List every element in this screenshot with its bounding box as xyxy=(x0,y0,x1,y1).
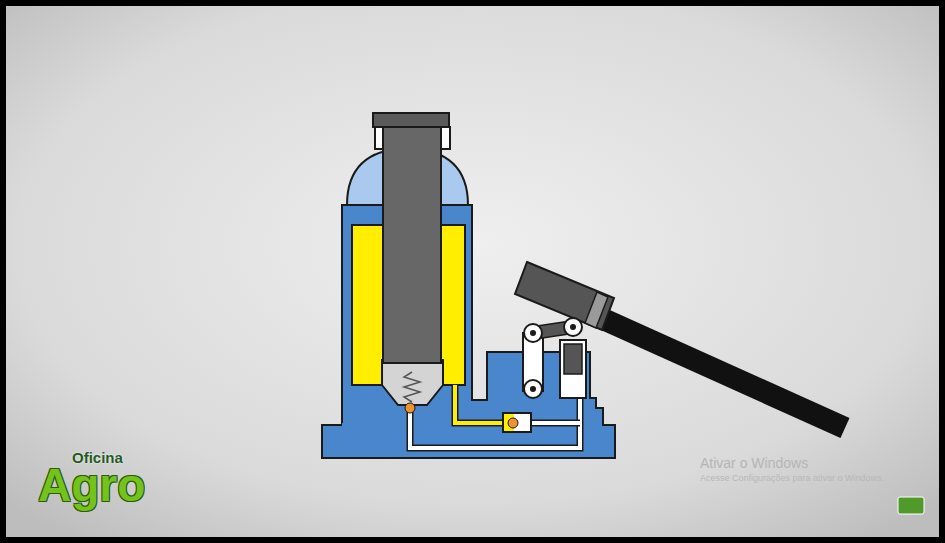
pump-piston xyxy=(564,344,582,374)
ram xyxy=(383,125,441,363)
oil-channel xyxy=(455,385,505,423)
pivot xyxy=(524,324,542,342)
background xyxy=(6,6,939,537)
logo-text: Agro xyxy=(38,462,145,508)
ball-valve xyxy=(405,403,415,413)
channel-outline xyxy=(531,420,580,427)
handle-band xyxy=(585,292,608,328)
check-valve xyxy=(503,413,531,432)
ram-cap xyxy=(373,113,449,127)
pump-cylinder xyxy=(560,340,586,398)
pivot xyxy=(564,318,582,336)
base-plate xyxy=(322,425,615,458)
watermark: Acesse Configurações para ativar o Windo… xyxy=(700,474,884,483)
pivot-pin xyxy=(570,324,576,330)
handle-bar xyxy=(592,314,845,428)
corner-logo xyxy=(898,497,924,514)
valve-spring xyxy=(404,372,420,402)
handle-socket xyxy=(515,262,614,330)
ram-valve xyxy=(382,360,443,405)
pivot-pin xyxy=(530,330,536,336)
channel-outline xyxy=(455,385,505,423)
check-ball xyxy=(508,418,518,428)
watermark: Ativar o Windows xyxy=(700,456,808,470)
pump-channel xyxy=(531,421,580,425)
pivot-pin xyxy=(530,386,536,392)
pivot xyxy=(524,380,542,398)
